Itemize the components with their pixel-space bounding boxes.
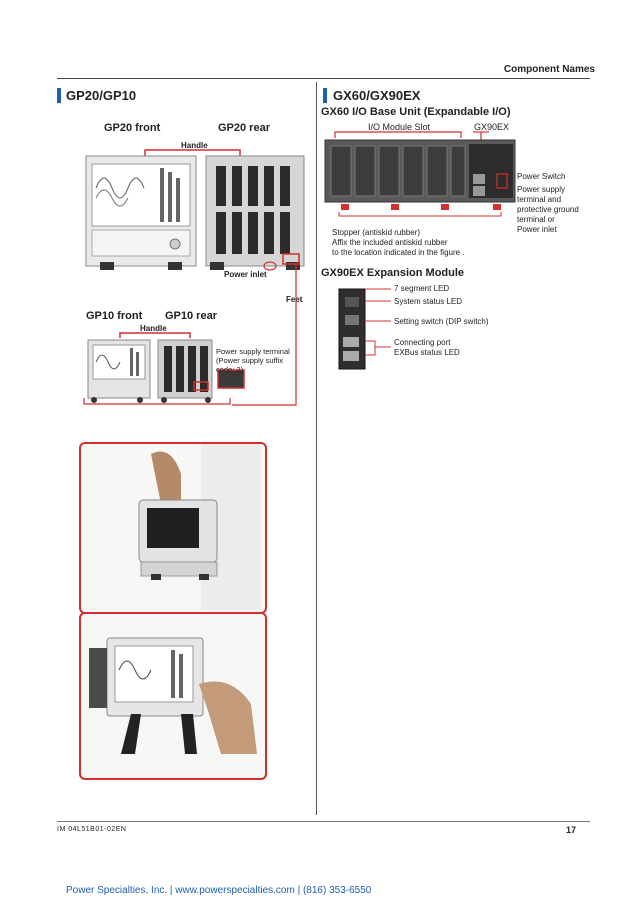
seven-segment-led-label: 7 segment LED <box>394 284 450 293</box>
connecting-port-label: Connecting port <box>394 338 451 347</box>
gp10-illustration <box>83 332 245 405</box>
expansion-module-title: GX90EX Expansion Module <box>321 267 465 279</box>
feet-label: Feet <box>286 295 303 304</box>
photo-touch-operation <box>79 612 267 780</box>
photo-carrying-by-handle <box>79 442 267 614</box>
running-header: Component Names <box>503 64 595 75</box>
handle-label-gp10: Handle <box>140 324 167 333</box>
gp20-front-label: GP20 front <box>104 122 161 134</box>
system-status-led-label: System status LED <box>394 297 463 306</box>
section-title-gx60-gx90ex: GX60/GX90EX <box>333 88 421 103</box>
page-number: 17 <box>566 825 577 835</box>
base-unit-title: GX60 I/O Base Unit (Expandable I/O) <box>321 106 511 118</box>
gp10-front-label: GP10 front <box>86 310 143 322</box>
stopper-note: Stopper (antiskid rubber) Affix the incl… <box>332 228 465 257</box>
footer-rule <box>57 821 590 822</box>
header-rule <box>57 78 590 79</box>
handle-label-gp20: Handle <box>181 141 208 150</box>
gx90ex-module-illustration <box>338 288 391 370</box>
section-marker-right <box>323 88 327 103</box>
io-module-slot-label: I/O Module Slot <box>368 122 431 132</box>
power-supply-terminal-note: Power supply terminal (Power supply suff… <box>216 347 290 374</box>
gp20-illustration <box>85 149 305 271</box>
power-supply-terminal-label: Power supply terminal and protective gro… <box>517 185 579 234</box>
company-contact-line[interactable]: Power Specialties, Inc. | www.powerspeci… <box>66 885 372 896</box>
power-switch-label: Power Switch <box>517 172 566 181</box>
document-code: IM 04L51B01-02EN <box>57 826 127 833</box>
gx60-base-unit-illustration <box>324 131 516 217</box>
column-divider <box>316 82 317 815</box>
gp10-rear-label: GP10 rear <box>165 310 217 322</box>
section-marker <box>57 88 61 103</box>
gp20-rear-label: GP20 rear <box>218 122 270 134</box>
feet-connector-lines <box>232 263 297 406</box>
setting-switch-label: Setting switch (DIP switch) <box>394 317 489 326</box>
section-title-gp20-gp10: GP20/GP10 <box>66 88 137 103</box>
power-inlet-label: Power inlet <box>224 270 267 279</box>
exbus-status-led-label: EXBus status LED <box>394 348 460 357</box>
gx90ex-label: GX90EX <box>474 122 510 132</box>
